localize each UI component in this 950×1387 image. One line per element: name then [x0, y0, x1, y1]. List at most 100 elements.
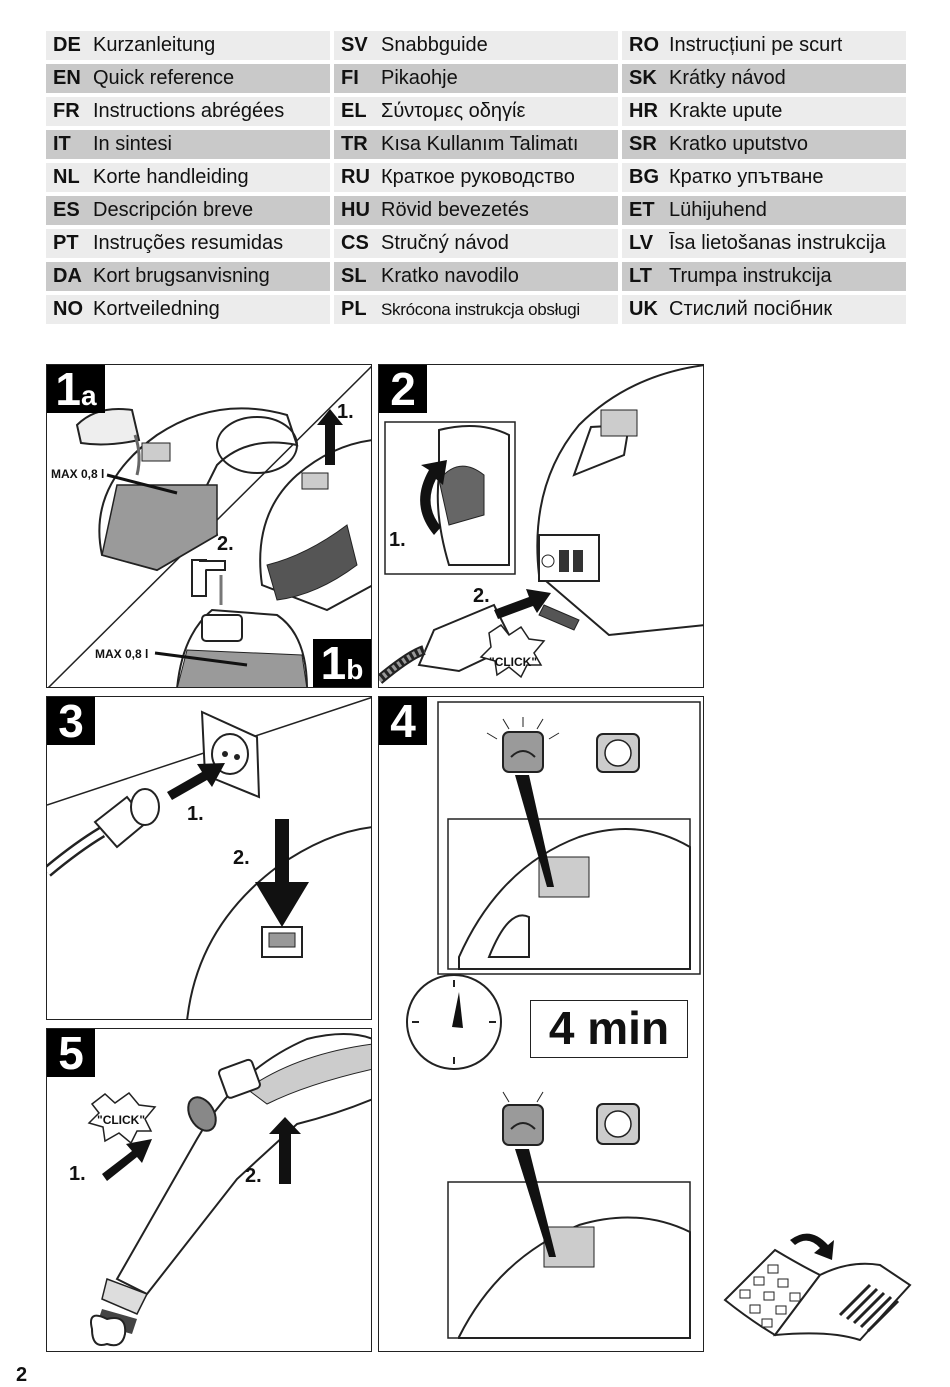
language-title: Quick reference: [93, 67, 235, 89]
steam-cleaner-fill-illustration: [47, 365, 371, 687]
language-code: SL: [341, 265, 367, 287]
language-code: FR: [53, 100, 80, 122]
language-cell: ES Descripción breve: [46, 196, 330, 225]
step-2-label-2: 2.: [473, 585, 490, 607]
language-code: DA: [53, 265, 82, 287]
language-title: Trumpa instrukcija: [669, 265, 832, 287]
arrow-icon: [790, 1233, 834, 1260]
language-code: EN: [53, 67, 81, 89]
language-title: Instructions abrégées: [93, 100, 285, 122]
language-cell: EN Quick reference: [46, 64, 330, 93]
panel-step-1: 1 a 1b MAX 0,8 l MAX 0,8 l 1. 2.: [46, 364, 372, 688]
language-code: NL: [53, 166, 80, 188]
language-code: UK: [629, 298, 658, 320]
page-number: 2: [16, 1364, 28, 1386]
language-title: Instruções resumidas: [93, 232, 284, 254]
plug-in-illustration: [47, 697, 371, 1019]
language-cell: DA Kort brugsanvisning: [46, 262, 330, 291]
language-code: HR: [629, 100, 658, 122]
water-pour-icon: [75, 408, 141, 476]
step-5-badge: 5: [47, 1029, 95, 1077]
language-cell: FR Instructions abrégées: [46, 97, 330, 126]
step-5-click-label: "CLICK": [97, 1113, 146, 1127]
language-cell: SV Snabbguide: [334, 31, 618, 60]
language-cell: NL Korte handleiding: [46, 163, 330, 192]
language-code: LT: [629, 265, 652, 287]
panel-step-5: 5 1. 2. "CLICK": [46, 1028, 372, 1352]
arrow-up-icon: [317, 409, 343, 465]
arrow-right-icon: [494, 589, 551, 619]
language-cell: CS Stručný návod: [334, 229, 618, 258]
language-code: RO: [629, 34, 659, 56]
steam-indicator-icon: [596, 733, 640, 773]
hose-connect-illustration: [379, 365, 703, 684]
language-title: Стислий посібник: [669, 298, 833, 320]
step-4-badge: 4: [379, 697, 427, 745]
language-title: Stručný návod: [381, 232, 509, 254]
heat-up-illustration: [406, 701, 701, 1339]
language-code: SV: [341, 34, 368, 56]
arrow-right-icon: [167, 763, 225, 800]
step-1b-badge: 1b: [313, 639, 371, 687]
language-code: RU: [341, 166, 370, 188]
language-title: Skrócona instrukcja obsługi: [381, 299, 580, 319]
step-3-badge: 3: [47, 697, 95, 745]
language-title: Īsa lietošanas instrukcija: [669, 232, 886, 254]
step-1b-suffix: b: [346, 654, 364, 685]
timer-label: 4 min: [530, 1000, 688, 1058]
language-cell: LT Trumpa instrukcija: [622, 262, 906, 291]
language-code: ES: [53, 199, 80, 221]
max-fill-label-1a: MAX 0,8 l: [51, 467, 105, 481]
heating-light-icon: [486, 717, 560, 773]
language-title: Kurzanleitung: [93, 34, 216, 56]
language-code: IT: [53, 133, 71, 155]
language-cell: UK Стислий посібник: [622, 295, 906, 324]
language-code: TR: [341, 133, 368, 155]
language-title: Rövid bevezetés: [381, 199, 529, 221]
language-title: Snabbguide: [381, 34, 488, 56]
language-code: NO: [53, 298, 83, 320]
step-1a-label-2: 2.: [217, 533, 234, 555]
language-code: FI: [341, 67, 359, 89]
brush-attach-illustration: [87, 1033, 371, 1347]
panel-step-2: 2 1. 2. "CLICK": [378, 364, 704, 688]
manual-booklet-icon: [723, 1233, 912, 1342]
language-title: Descripción breve: [93, 199, 254, 221]
step-1b-number: 1: [320, 637, 347, 688]
language-title: Kort brugsanvisning: [93, 265, 270, 287]
language-code: CS: [341, 232, 369, 254]
language-code: SR: [629, 133, 657, 155]
arrow-right-icon: [102, 1139, 152, 1181]
language-code: EL: [341, 100, 367, 122]
step-1a-suffix: a: [81, 380, 97, 411]
step-2-label-1: 1.: [389, 529, 406, 551]
language-title: Korte handleiding: [93, 166, 249, 188]
language-title: Krátky návod: [669, 67, 786, 89]
language-code: HU: [341, 199, 370, 221]
step-1a-label-1: 1.: [337, 401, 354, 423]
language-title: Кратко упътване: [669, 166, 824, 188]
max-fill-label-1b: MAX 0,8 l: [95, 647, 149, 661]
language-code: ET: [629, 199, 655, 221]
power-plug-icon: [47, 788, 160, 877]
step-3-label-1: 1.: [187, 803, 204, 825]
